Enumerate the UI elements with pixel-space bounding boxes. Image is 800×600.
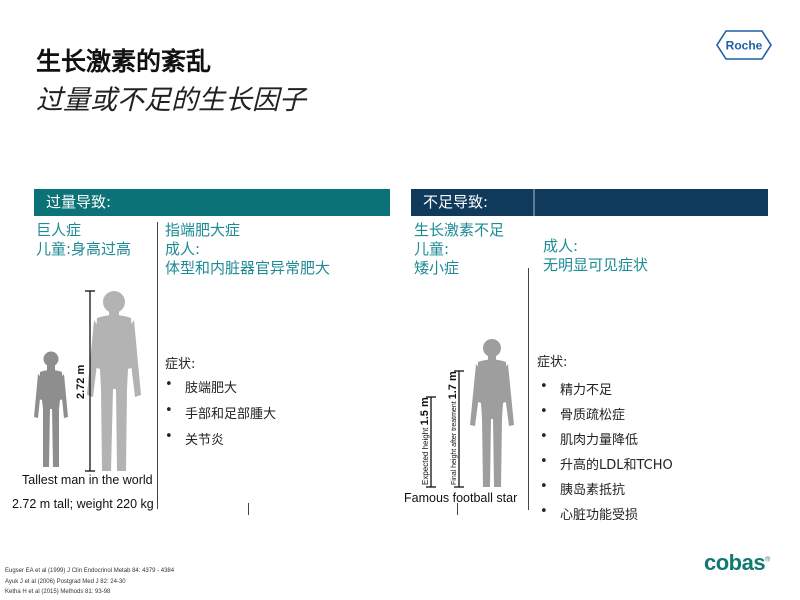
acromegaly-adult: 成人: — [165, 240, 201, 258]
tall-person-silhouette — [87, 291, 141, 471]
tallest-height-label: 2.72 m — [75, 364, 87, 399]
registered-mark: ® — [765, 556, 770, 564]
gh-deficiency-title: 生长激素不足 — [414, 221, 505, 239]
deficit-band-label: 不足导致: — [423, 193, 489, 211]
reference-2: Ayuk J et al (2006) Postgrad Med J 82: 2… — [5, 579, 126, 585]
deficit-symptom-item: 心脏功能受损 — [540, 504, 673, 523]
acromegaly-desc: 体型和内脏器官异常肥大 — [165, 259, 331, 277]
expected-height-label: Expected height 1.5 m — [419, 397, 431, 485]
band-separator — [533, 189, 535, 216]
height-marker — [85, 290, 95, 472]
excess-symptom-item: 肢端肥大 — [165, 377, 276, 396]
cobas-logo-text: cobas — [704, 550, 766, 575]
gh-deficiency-desc: 矮小症 — [414, 259, 460, 277]
football-star-silhouette — [470, 339, 514, 487]
final-height-value: 1.7 m — [447, 371, 459, 400]
deficit-tick — [457, 503, 458, 515]
deficit-symptom-item: 肌肉力量降低 — [540, 429, 673, 448]
deficit-band: 不足导致: — [411, 189, 768, 216]
deficit-adult-label: 成人: — [543, 237, 579, 255]
deficit-symptom-item: 升高的LDL和TCHO — [540, 454, 673, 473]
tallest-man-illustration — [34, 290, 141, 472]
excess-symptom-item: 手部和足部腫大 — [165, 403, 276, 422]
deficit-symptoms-label: 症状: — [537, 355, 568, 370]
excess-symptom-item: 关节炎 — [165, 429, 276, 448]
tallest-man-stats: 2.72 m tall; weight 220 kg — [12, 497, 154, 511]
deficit-symptom-item: 胰岛素抵抗 — [540, 479, 673, 498]
gigantism-child: 儿童:身高过高 — [36, 240, 132, 258]
gh-deficiency-child: 儿童: — [414, 240, 450, 258]
final-height-marker — [454, 370, 464, 488]
roche-logo: Roche — [716, 30, 772, 60]
final-height-label: Final height after treatment 1.7 m — [447, 371, 459, 485]
gigantism-title: 巨人症 — [36, 221, 82, 239]
short-person-silhouette — [34, 351, 68, 467]
reference-3: Ketha H et al (2015) Methods 81: 93-98 — [5, 589, 111, 595]
football-star-caption: Famous football star — [404, 491, 518, 505]
football-star-illustration — [426, 339, 514, 488]
excess-divider — [157, 222, 158, 509]
final-height-text: Final height after treatment — [451, 401, 458, 485]
expected-height-value: 1.5 m — [419, 397, 431, 426]
acromegaly-title: 指端肥大症 — [165, 221, 241, 239]
expected-height-text: Expected height — [421, 427, 430, 485]
expected-height-marker — [426, 396, 436, 488]
deficit-adult-desc: 无明显可见症状 — [543, 256, 649, 274]
reference-1: Eugser EA et al (1999) J Clin Endocrinol… — [5, 568, 175, 574]
deficit-divider — [528, 268, 529, 510]
deficit-symptom-list: 精力不足 骨质疏松症 肌肉力量降低 升高的LDL和TCHO 胰岛素抵抗 心脏功能… — [540, 379, 673, 523]
excess-symptoms-label: 症状: — [165, 357, 196, 372]
deficit-symptom-item: 精力不足 — [540, 379, 673, 398]
deficit-symptom-item: 骨质疏松症 — [540, 404, 673, 423]
excess-symptom-list: 肢端肥大 手部和足部腫大 关节炎 — [165, 377, 276, 448]
page-title: 生长激素的紊乱 — [36, 47, 212, 76]
roche-logo-text: Roche — [726, 39, 763, 53]
cobas-logo: cobas® — [704, 550, 770, 576]
excess-tick — [248, 503, 249, 515]
excess-band: 过量导致: — [34, 189, 390, 216]
page-subtitle: 过量或不足的生长因子 — [36, 85, 306, 116]
tallest-man-caption: Tallest man in the world — [22, 473, 153, 487]
